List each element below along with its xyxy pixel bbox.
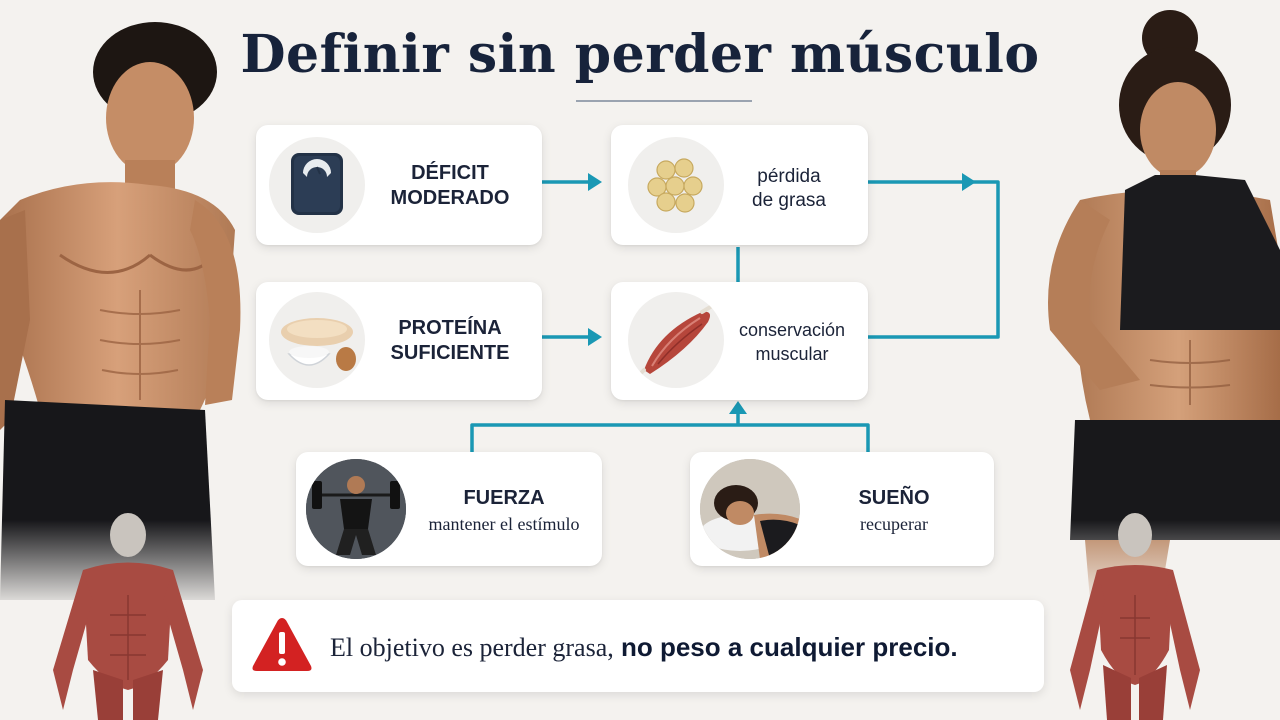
warning-normal-text: El objetivo es perder grasa,	[330, 633, 614, 662]
muscle-icon	[628, 292, 724, 388]
node-deficit: DÉFICIT MODERADO	[256, 125, 542, 245]
warning-banner: El objetivo es perder grasa, no peso a c…	[232, 600, 1044, 692]
protein-label: PROTEÍNA SUFICIENTE	[368, 316, 532, 366]
sleep-subtitle: recuperar	[860, 514, 928, 534]
deficit-line2: MODERADO	[390, 187, 510, 209]
node-muscle: conservación muscular	[611, 282, 868, 400]
protein-line2: SUFICIENTE	[390, 342, 510, 364]
muscle-line2: muscular	[755, 344, 829, 364]
weightlifting-photo-icon	[306, 459, 406, 559]
node-fat-loss: pérdida de grasa	[611, 125, 868, 245]
warning-triangle-icon	[252, 618, 312, 671]
scale-icon	[269, 137, 365, 233]
fat-loss-line1: pérdida	[757, 166, 821, 187]
deficit-line1: DÉFICIT	[411, 162, 489, 184]
branch-strength-sleep	[470, 413, 870, 452]
loop-muscle-to-fat	[868, 180, 1000, 339]
arrowhead-deficit	[588, 173, 602, 191]
node-sleep: SUEÑO recuperar	[690, 452, 994, 566]
warning-message: El objetivo es perder grasa, no peso a c…	[330, 632, 958, 663]
node-strength: FUERZA mantener el estímulo	[296, 452, 602, 566]
sleeping-photo-icon	[700, 459, 800, 559]
fat-loss-line2: de grasa	[752, 190, 826, 211]
fat-cells-icon	[628, 137, 724, 233]
man-figure	[0, 22, 250, 720]
deficit-label: DÉFICIT MODERADO	[368, 161, 532, 211]
sleep-title: SUEÑO	[858, 487, 930, 509]
woman-figure	[1030, 10, 1280, 720]
title-divider	[576, 100, 752, 102]
node-protein: PROTEÍNA SUFICIENTE	[256, 282, 542, 400]
arrowhead-up	[729, 401, 747, 414]
arrowhead-protein	[588, 328, 602, 346]
page-title: Definir sin perder músculo	[240, 24, 1040, 85]
muscle-line1: conservación	[738, 320, 846, 340]
strength-subtitle: mantener el estímulo	[428, 514, 580, 534]
protein-food-icon	[269, 292, 365, 388]
protein-line1: PROTEÍNA	[398, 317, 502, 339]
strength-title: FUERZA	[463, 487, 545, 509]
muscle-label: conservación muscular	[723, 318, 861, 366]
warning-bold-text: no peso a cualquier precio.	[620, 632, 958, 662]
fat-loss-label: pérdida de grasa	[723, 165, 855, 213]
arrowhead-loop	[962, 173, 976, 191]
